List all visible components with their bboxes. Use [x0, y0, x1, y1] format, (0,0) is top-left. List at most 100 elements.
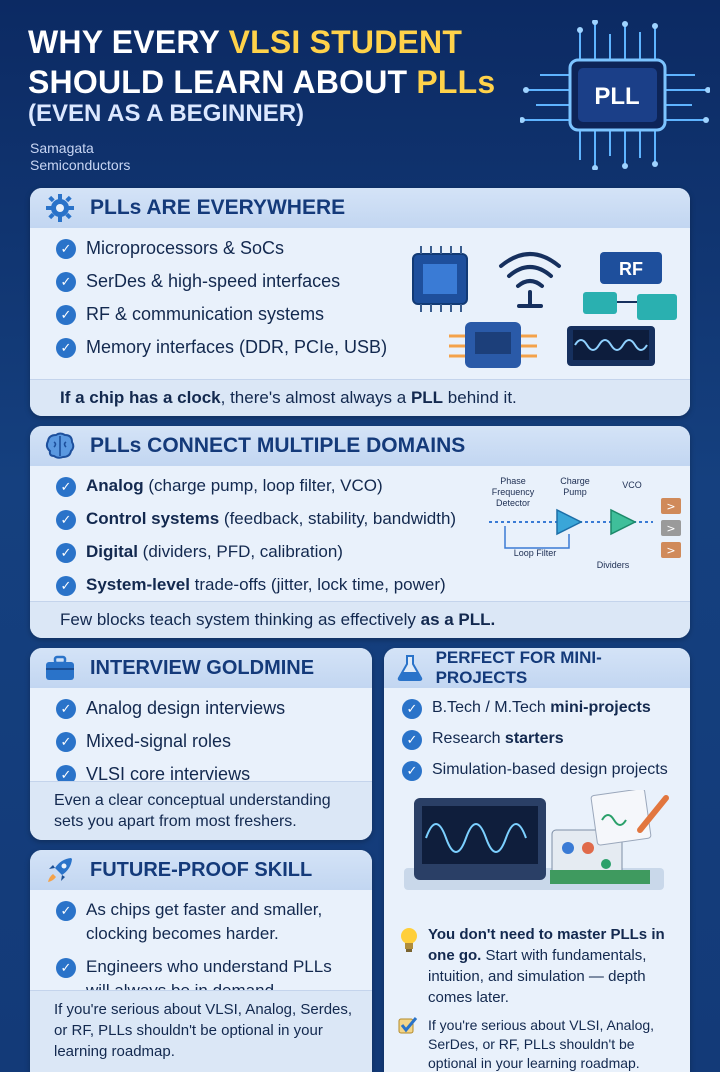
- pfd-label: Detector: [496, 498, 530, 508]
- pencil-icon: [637, 795, 669, 833]
- wifi-icon: [499, 252, 561, 308]
- device-illustrations: RF: [412, 246, 677, 368]
- card-heading: FUTURE-PROOF SKILL: [30, 850, 372, 890]
- company-name: Samagata Semiconductors: [30, 140, 180, 174]
- vco-symbol: [610, 508, 637, 536]
- card-everywhere: PLLs ARE EVERYWHERE ✓Microprocessors & S…: [30, 188, 690, 416]
- vco-label: VCO: [622, 480, 642, 490]
- list-item: ✓RF & communication systems: [56, 302, 690, 326]
- list-item: ✓B.Tech / M.Tech mini-projects: [402, 696, 690, 720]
- check-icon: ✓: [56, 510, 76, 530]
- check-icon: ✓: [402, 761, 422, 781]
- everywhere-list: ✓Microprocessors & SoCs ✓SerDes & high-s…: [30, 228, 690, 359]
- flask-icon: [394, 652, 426, 684]
- lab-bench-illustration: [404, 790, 669, 890]
- pfd-label: Frequency: [492, 487, 535, 497]
- page-title: WHY EVERY VLSI STUDENT SHOULD LEARN ABOU…: [28, 22, 528, 102]
- pfd-label: Phase: [500, 476, 526, 486]
- card-footer: If you're serious about VLSI, Analog, Se…: [30, 990, 372, 1072]
- list-item: ✓Analog (charge pump, loop filter, VCO): [56, 474, 690, 498]
- list-item: ✓SerDes & high-speed interfaces: [56, 269, 690, 293]
- lightbulb-icon: [398, 926, 420, 960]
- list-item: ✓Microprocessors & SoCs: [56, 236, 690, 260]
- gear-icon: [44, 192, 76, 224]
- check-icon: ✓: [56, 477, 76, 497]
- rf-label: RF: [619, 259, 643, 279]
- check-icon: ✓: [56, 958, 76, 978]
- briefcase-icon: [44, 652, 76, 684]
- future-list: ✓As chips get faster and smaller, clocki…: [30, 890, 372, 1003]
- memory-chip-icon: [449, 322, 537, 368]
- closing-note: If you're serious about VLSI, Analog, Se…: [398, 1016, 682, 1072]
- card-future: FUTURE-PROOF SKILL ✓As chips get faster …: [30, 850, 372, 1072]
- heading-text: PLLs CONNECT MULTIPLE DOMAINS: [90, 434, 466, 457]
- check-icon: ✓: [56, 732, 76, 752]
- list-item: ✓Mixed-signal roles: [56, 729, 372, 753]
- check-icon: ✓: [56, 338, 76, 358]
- svg-text:>: >: [666, 544, 675, 557]
- card-footer: Few blocks teach system thinking as effe…: [30, 601, 690, 638]
- check-icon: ✓: [402, 730, 422, 750]
- heading-text: INTERVIEW GOLDMINE: [90, 656, 315, 679]
- cp-label: Charge: [560, 476, 590, 486]
- tip-box: You don't need to master PLLs in one go.…: [398, 924, 682, 1008]
- check-icon: ✓: [56, 239, 76, 259]
- list-item: ✓Simulation-based design projects: [402, 758, 690, 782]
- title-accent: PLLs: [416, 64, 496, 100]
- list-item: ✓VLSI core interviews: [56, 762, 372, 786]
- title-accent: VLSI STUDENT: [228, 24, 463, 60]
- domains-list: ✓Analog (charge pump, loop filter, VCO) …: [30, 466, 690, 597]
- check-icon: ✓: [56, 576, 76, 596]
- list-item: ✓Research starters: [402, 727, 690, 751]
- card-footer: If a chip has a clock, there's almost al…: [30, 379, 690, 416]
- notepad-icon: [590, 790, 652, 846]
- dividers-label: Dividers: [597, 560, 630, 570]
- check-icon: ✓: [56, 901, 76, 921]
- heading-text: FUTURE-PROOF SKILL: [90, 858, 313, 881]
- projects-list: ✓B.Tech / M.Tech mini-projects ✓Research…: [384, 688, 690, 782]
- rocket-icon: [44, 854, 76, 886]
- title-part: SHOULD LEARN ABOUT: [28, 64, 417, 100]
- list-item: ✓Control systems (feedback, stability, b…: [56, 507, 690, 531]
- list-item: ✓Digital (dividers, PFD, calibration): [56, 540, 690, 564]
- check-icon: ✓: [56, 765, 76, 785]
- card-domains: PLLs CONNECT MULTIPLE DOMAINS ✓Analog (c…: [30, 426, 690, 638]
- check-icon: ✓: [402, 699, 422, 719]
- chip-label: PLL: [594, 83, 639, 110]
- list-item: ✓System-level trade-offs (jitter, lock t…: [56, 573, 690, 597]
- check-icon: ✓: [56, 699, 76, 719]
- card-projects: PERFECT FOR MINI-PROJECTS ✓B.Tech / M.Te…: [384, 648, 690, 1072]
- subtitle: (EVEN AS A BEGINNER): [28, 100, 305, 127]
- card-heading: PERFECT FOR MINI-PROJECTS: [384, 648, 690, 688]
- charge-pump-symbol: [556, 508, 583, 536]
- interview-list: ✓Analog design interviews ✓Mixed-signal …: [30, 688, 372, 786]
- check-icon: ✓: [56, 305, 76, 325]
- list-item: ✓As chips get faster and smaller, clocki…: [56, 898, 360, 946]
- pll-block-diagram: Phase Frequency Detector Charge Pump VCO…: [489, 476, 681, 570]
- check-icon: ✓: [56, 543, 76, 563]
- list-item: ✓Memory interfaces (DDR, PCIe, USB): [56, 335, 690, 359]
- heading-text: PERFECT FOR MINI-PROJECTS: [435, 648, 602, 687]
- card-interview: INTERVIEW GOLDMINE ✓Analog design interv…: [30, 648, 372, 840]
- title-part: WHY EVERY: [28, 24, 229, 60]
- card-heading: PLLs ARE EVERYWHERE: [30, 188, 690, 228]
- processor-icon: [412, 246, 468, 312]
- cp-label: Pump: [563, 487, 587, 497]
- checkbox-icon: [398, 1016, 418, 1041]
- rf-module-icon: RF: [583, 252, 677, 320]
- svg-text:>: >: [666, 500, 675, 513]
- card-footer: Even a clear conceptual understanding se…: [30, 781, 372, 840]
- breadboard-icon: [550, 870, 650, 884]
- brain-icon: [44, 430, 76, 462]
- company-line: Semiconductors: [30, 157, 131, 173]
- svg-text:>: >: [666, 522, 675, 535]
- heading-text: PLLs ARE EVERYWHERE: [90, 196, 346, 219]
- pll-chip-icon: PLL: [520, 20, 710, 170]
- company-line: Samagata: [30, 140, 94, 156]
- list-item: ✓Analog design interviews: [56, 696, 372, 720]
- check-icon: ✓: [56, 272, 76, 292]
- card-heading: PLLs CONNECT MULTIPLE DOMAINS: [30, 426, 690, 466]
- oscilloscope-screen-icon: [567, 326, 655, 366]
- card-heading: INTERVIEW GOLDMINE: [30, 648, 372, 688]
- loop-filter-label: Loop Filter: [514, 548, 557, 558]
